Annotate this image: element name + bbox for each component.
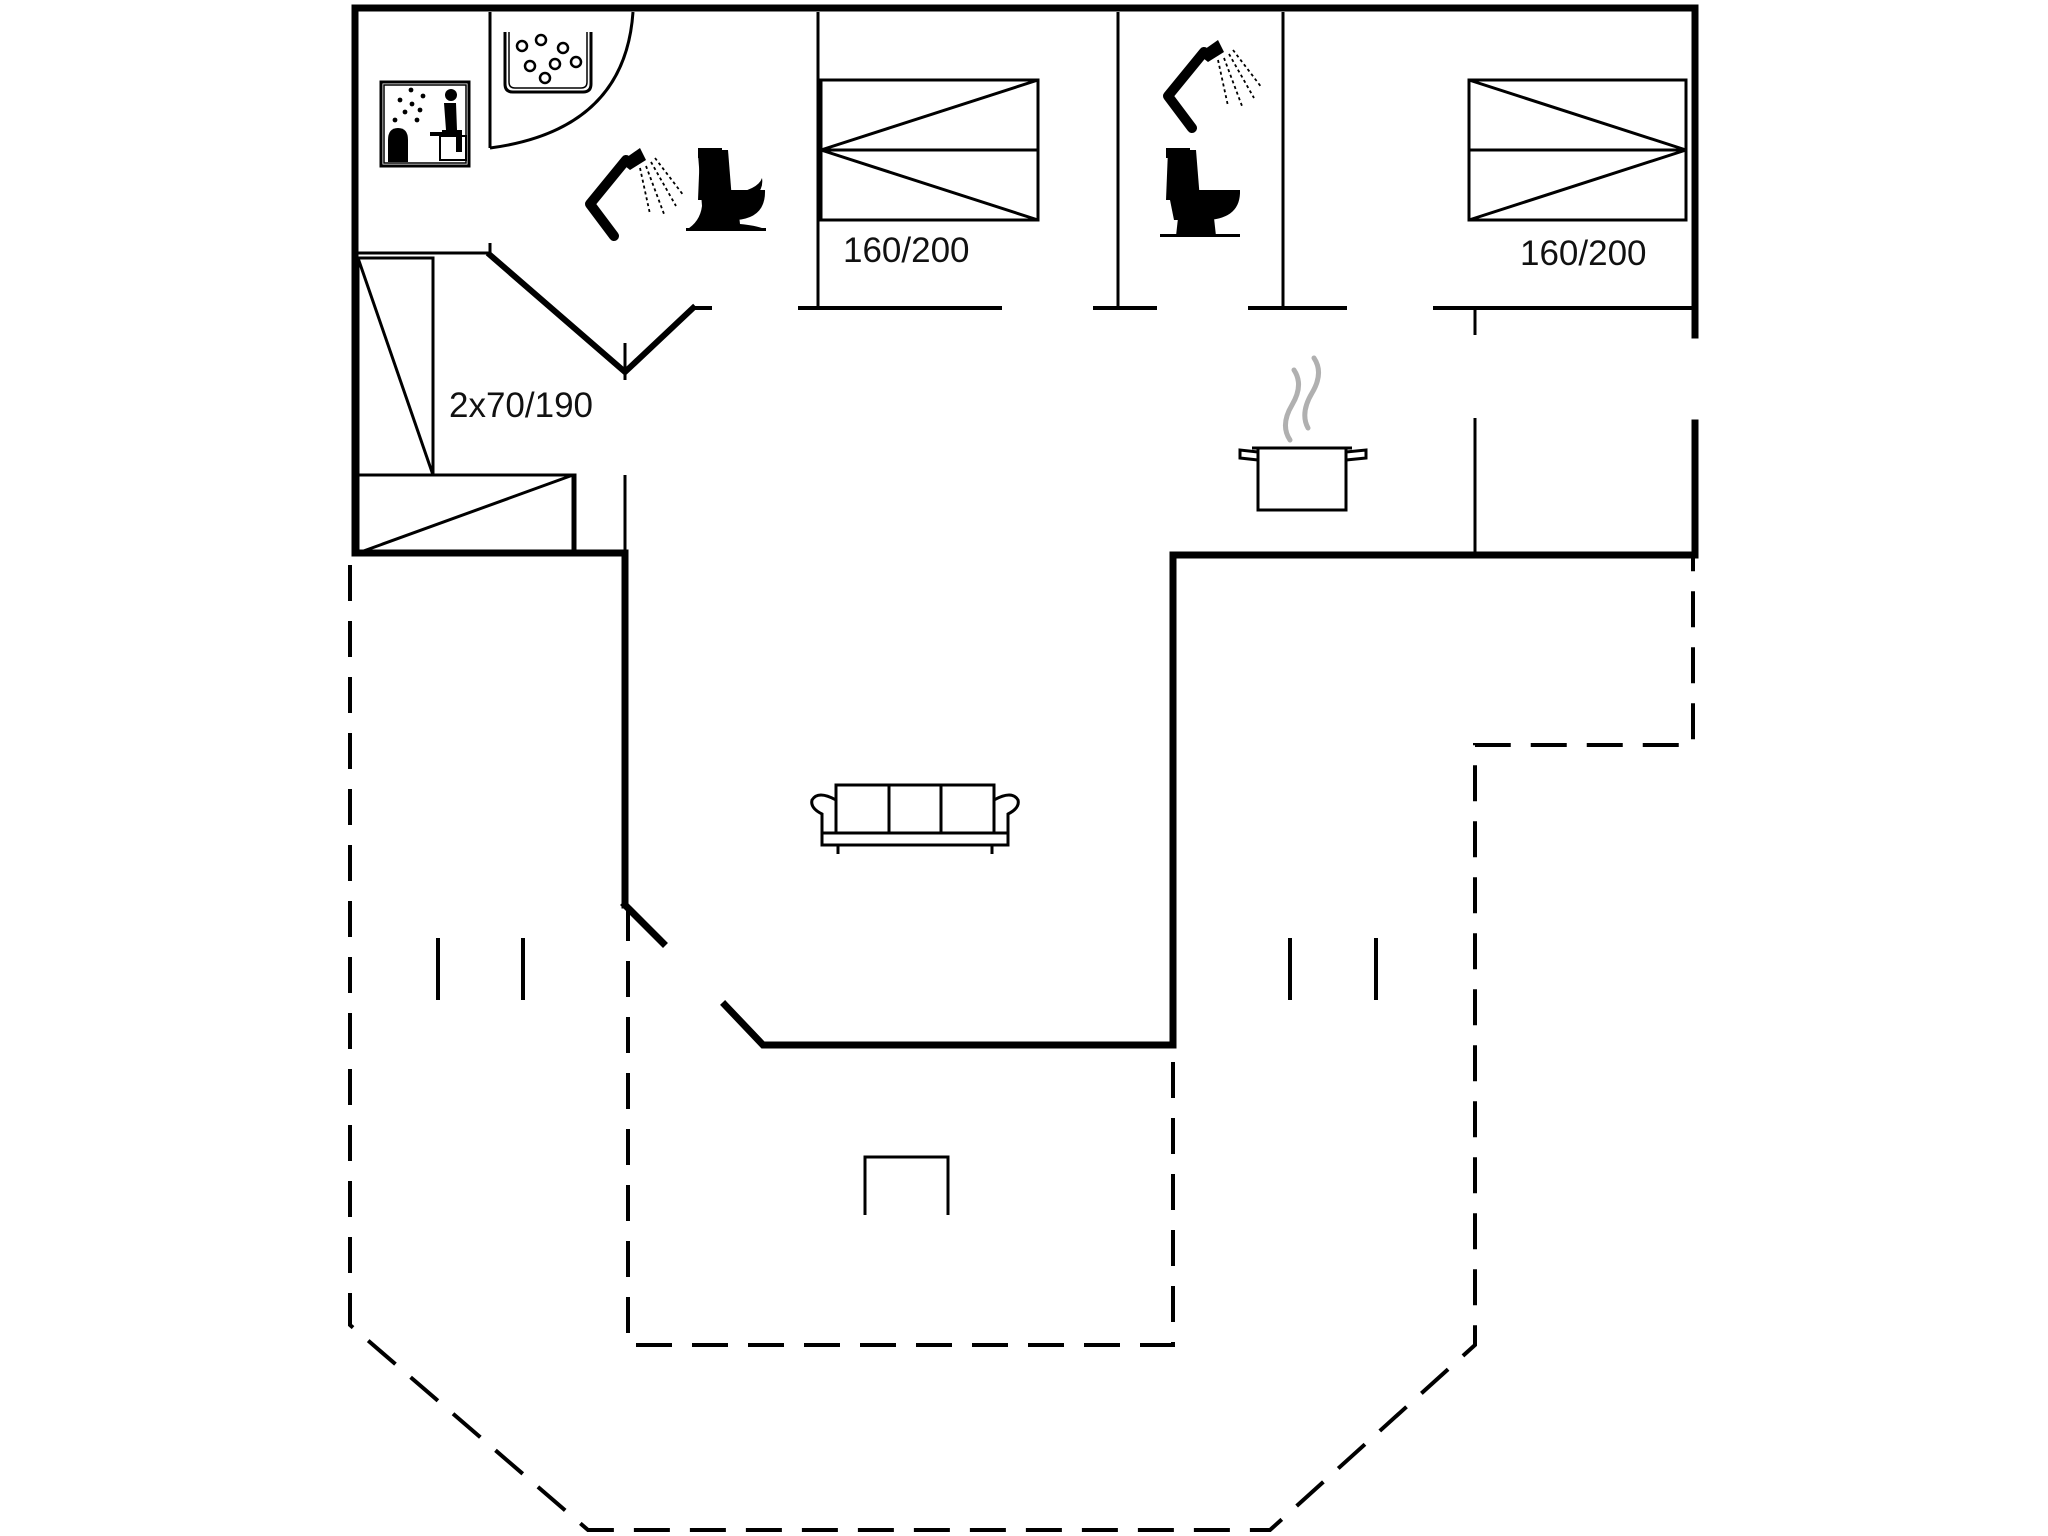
bunk-bed: [356, 256, 575, 555]
bed-size-label-2: 160/200: [1520, 234, 1647, 273]
pot-icon: [1238, 355, 1368, 512]
exterior-walls: [351, 4, 1699, 1049]
terrace-chairs-left: [436, 938, 525, 1000]
sauna-icon: [379, 80, 471, 168]
shower-icon: [1163, 40, 1263, 133]
bed-size-label-1: 160/200: [843, 231, 970, 270]
terraces: [348, 558, 1695, 1532]
terrace-chairs-right: [1288, 938, 1378, 1000]
whirlpool-icon: [503, 32, 593, 94]
double-bed-2: [1467, 78, 1688, 222]
bunk-bed-size-label: 2x70/190: [449, 386, 593, 425]
toilet-icon: [686, 148, 766, 231]
shower-icon: [585, 148, 685, 241]
toilet-icon: [1160, 148, 1241, 237]
sofa-icon: [810, 783, 1020, 854]
table-icon: [863, 1155, 950, 1215]
double-bed-1: [819, 78, 1040, 222]
